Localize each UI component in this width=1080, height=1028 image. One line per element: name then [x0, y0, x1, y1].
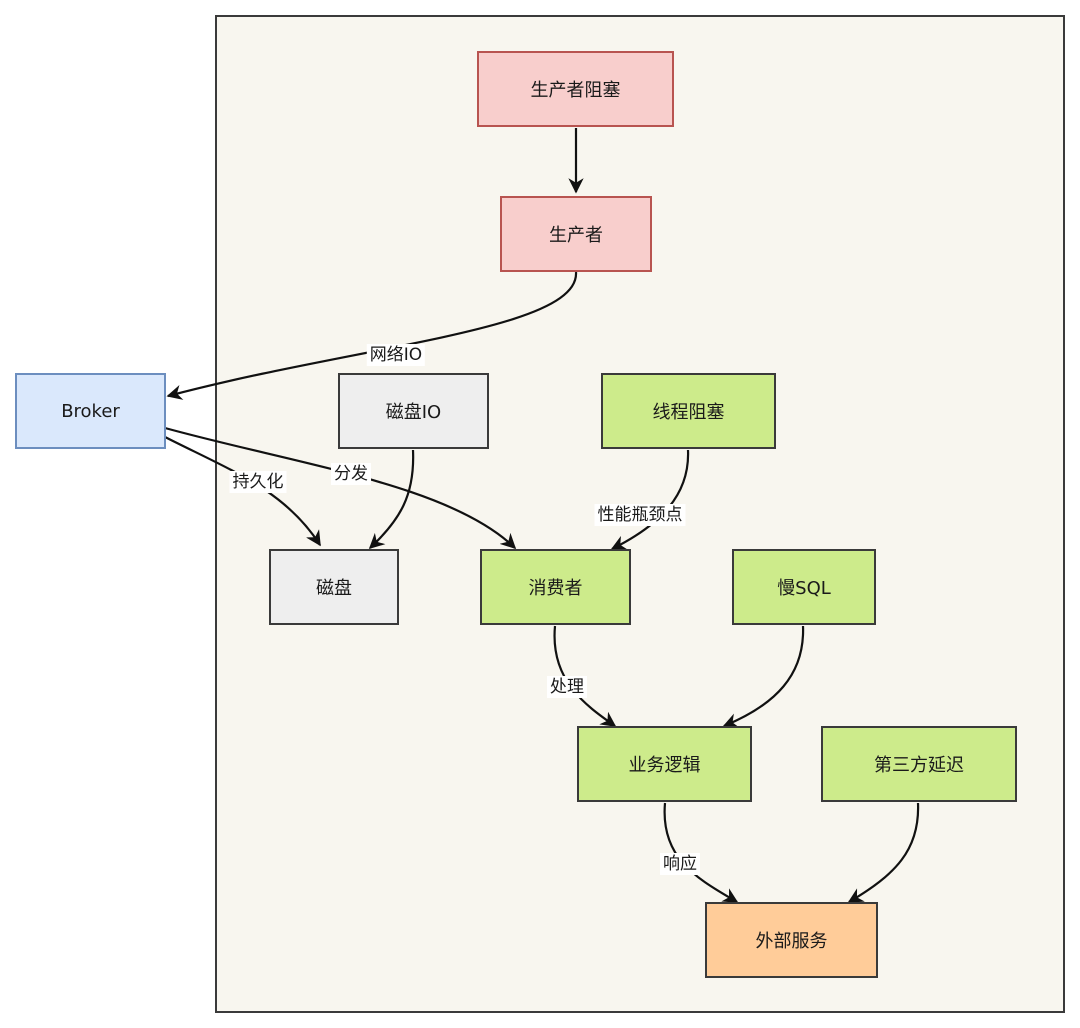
edge-disk-io-to-disk: [368, 449, 415, 550]
node-producer: 生产者: [500, 196, 652, 272]
edge-label-process: 处理: [547, 676, 587, 698]
node-business-logic: 业务逻辑: [577, 726, 752, 802]
edge-producer-to-broker: [166, 271, 578, 400]
edge-label-persist: 持久化: [229, 471, 287, 493]
node-consumer: 消费者: [480, 549, 631, 625]
edge-label-bottleneck: 性能瓶颈点: [594, 504, 686, 526]
edge-thread-block-to-consumer: [610, 449, 690, 550]
node-thread-block: 线程阻塞: [601, 373, 776, 449]
node-third-party-delay: 第三方延迟: [821, 726, 1017, 802]
node-disk-io: 磁盘IO: [338, 373, 489, 449]
edge-slow-sql-to-business-logic: [722, 625, 805, 728]
node-disk: 磁盘: [269, 549, 399, 625]
node-external-service: 外部服务: [705, 902, 878, 978]
node-producer-block: 生产者阻塞: [477, 51, 674, 127]
edge-label-dispatch: 分发: [331, 463, 371, 485]
node-slow-sql: 慢SQL: [732, 549, 876, 625]
edge-third-party-delay-to-external-service: [847, 802, 920, 903]
edge-label-network-io: 网络IO: [366, 344, 426, 366]
node-broker: Broker: [15, 373, 166, 449]
edge-label-respond: 响应: [660, 853, 700, 875]
